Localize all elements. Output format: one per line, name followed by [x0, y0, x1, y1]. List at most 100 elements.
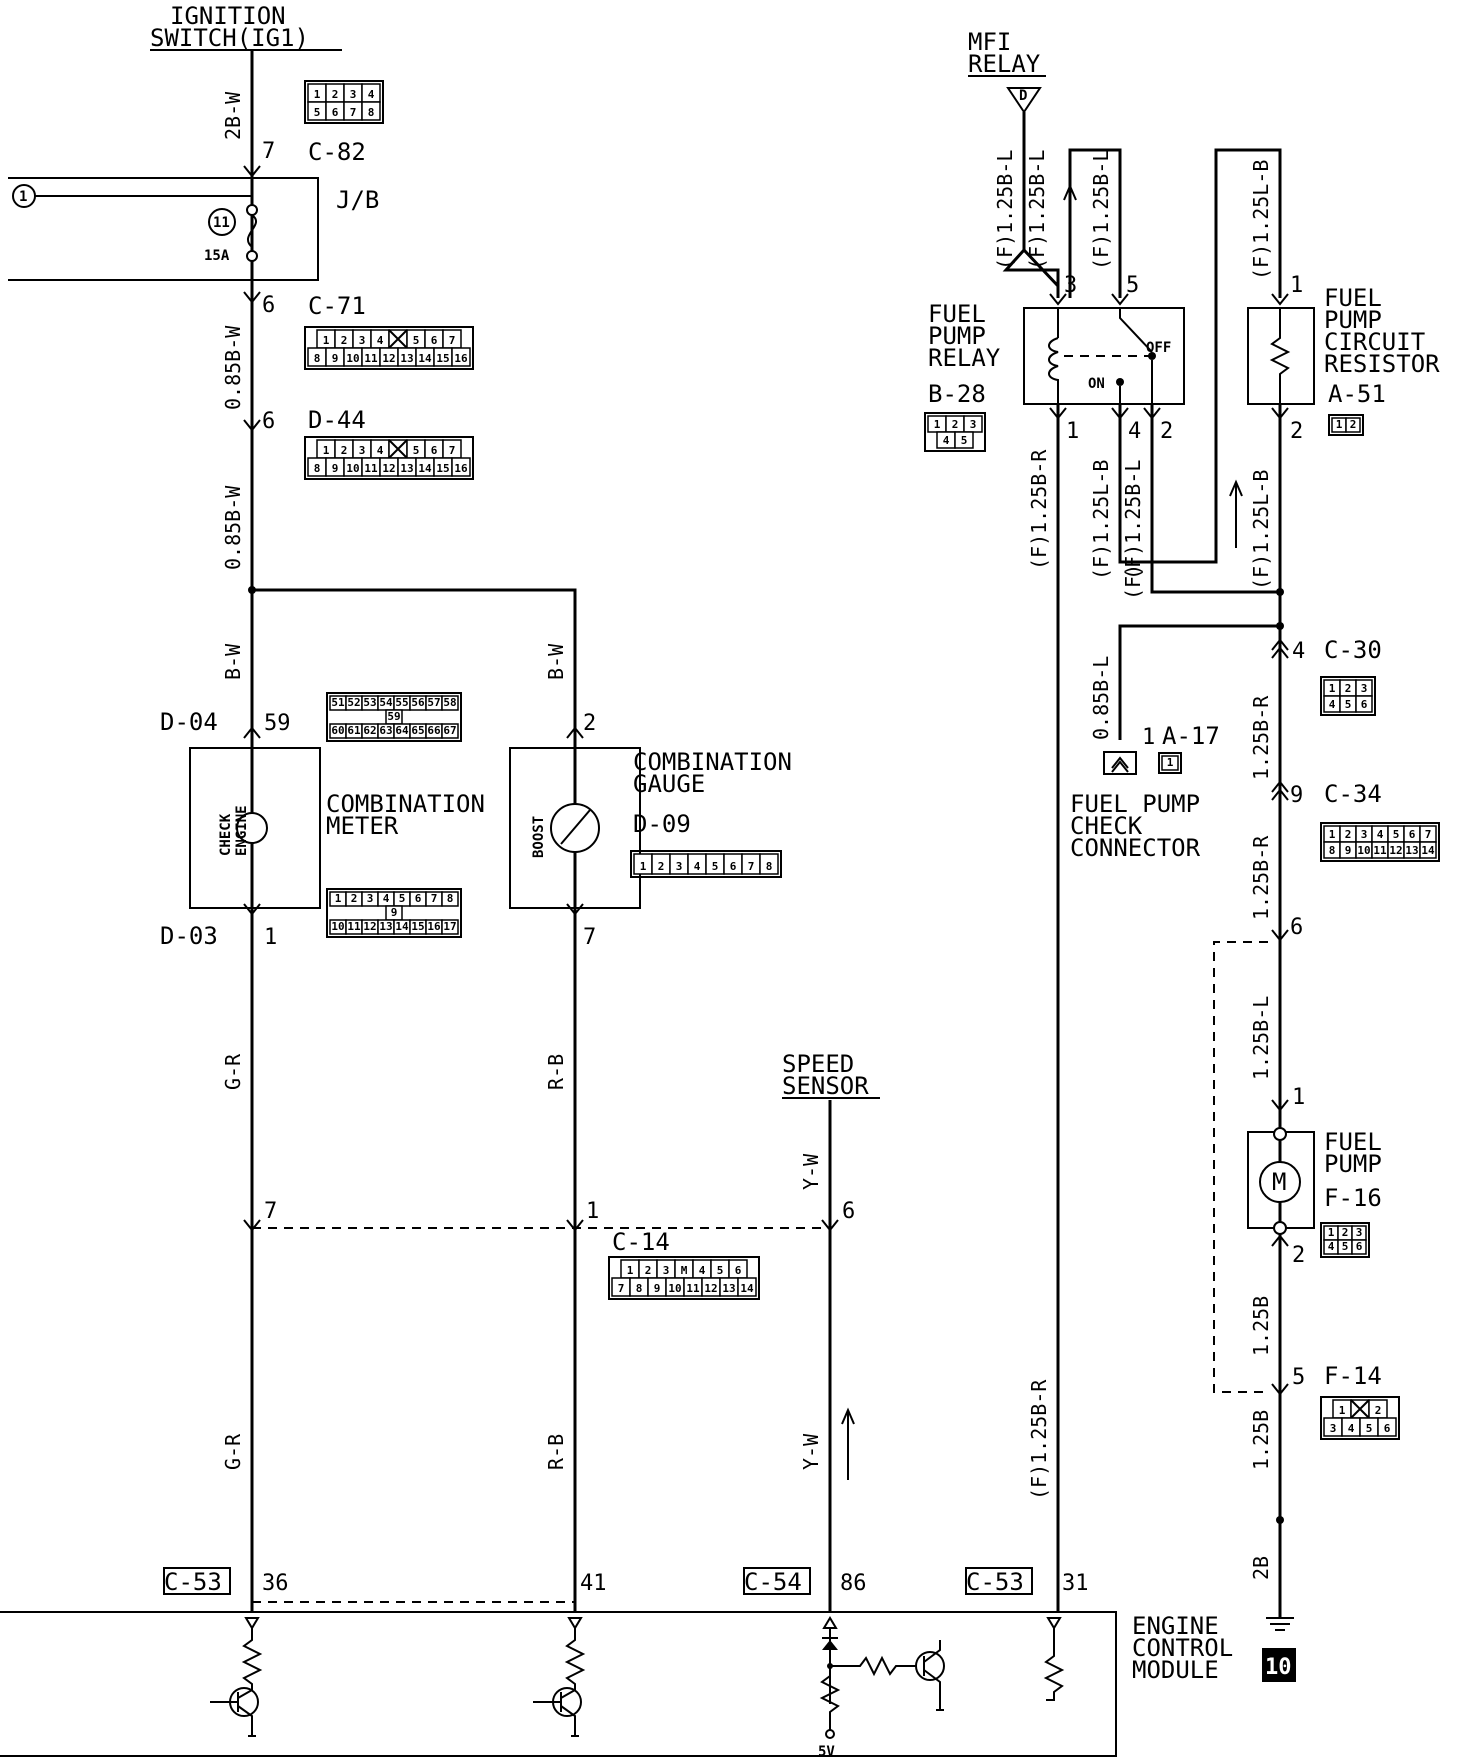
ignition-switch-label: IGNITION SWITCH(IG1) [150, 2, 342, 52]
connector-cell-label: 5 [1393, 828, 1400, 841]
connector-cell-label: 8 [314, 462, 321, 475]
connector-cell-label: 2 [952, 418, 959, 431]
pin-c54-86: 86 [840, 1571, 867, 1596]
svg-text:SWITCH(IG1): SWITCH(IG1) [150, 24, 309, 52]
connector-cell-label: 5 [413, 444, 420, 457]
pin-relay-2: 2 [1160, 419, 1173, 444]
fuse-number-icon [208, 208, 236, 236]
connector-cell-label: 57 [427, 696, 440, 709]
connector-cell-label: 1 [323, 334, 330, 347]
connector-cell-label: 3 [350, 88, 357, 101]
pin-c30-4: 4 [1292, 639, 1305, 664]
fuel-pump-relay-label: FUEL [928, 300, 986, 328]
connector-cell-label: 1 [934, 418, 941, 431]
connector-cell-label: 3 [359, 444, 366, 457]
pin-c-6: 6 [1290, 915, 1303, 940]
pin-resistor-2: 2 [1290, 419, 1303, 444]
connector-cell-label: 7 [1425, 828, 1432, 841]
connector-f14-loop [1213, 941, 1268, 1393]
fuse-icon [246, 214, 258, 248]
resistor-icon [1269, 308, 1291, 404]
connector-cell-label: 1 [627, 1264, 634, 1277]
connector-cell-label: 16 [454, 462, 468, 475]
connector-cell-label: 3 [1356, 1226, 1363, 1239]
connector-cell-label: 52 [347, 696, 360, 709]
wire-label-125lb: (F)1.25L-B [1249, 470, 1273, 590]
connector-cell-label: 4 [1377, 828, 1384, 841]
pin-c14-1: 1 [586, 1199, 599, 1224]
wire-label-f125bl-a: (F)1.25B-L [993, 150, 1017, 270]
ecm-transistor-36 [210, 1617, 263, 1737]
connector-cell-label: 6 [1409, 828, 1416, 841]
connector-c53-b-label: C-53 [966, 1568, 1024, 1596]
svg-text:D: D [1019, 88, 1027, 104]
connector-cell-label: 1 [1329, 828, 1336, 841]
connector-cell-label: 15 [436, 352, 449, 365]
connector-f16-label: F-16 [1324, 1184, 1382, 1212]
connector-cell-label: 67 [443, 724, 456, 737]
connector-frame [1320, 822, 1440, 862]
connector-cell-label: 11 [1373, 844, 1387, 857]
connector-cell-label: 1 [1329, 682, 1336, 695]
wire-label-085bw-b: 0.85B-W [221, 485, 245, 570]
connector-cell-label: 16 [454, 352, 468, 365]
connector-cell-label: 5 [961, 434, 968, 447]
svg-text:CHECK: CHECK [218, 813, 234, 856]
ecm-speed-input-circuit: 5V [818, 1616, 945, 1760]
wire-label-rb-b: R-B [544, 1434, 568, 1470]
connector-cell [1161, 755, 1179, 771]
connector-cell-label: 5 [399, 892, 406, 905]
pin-f14-5: 5 [1292, 1365, 1305, 1390]
connector-a17-label: A-17 [1162, 722, 1220, 750]
pin-a17-1: 1 [1142, 725, 1155, 750]
pin-relay-5: 5 [1126, 273, 1139, 298]
resistor-label: FUEL [1324, 284, 1382, 312]
relay-on-label: ON [1088, 376, 1105, 392]
connector-cell-label: 3 [359, 334, 366, 347]
svg-text:METER: METER [326, 812, 399, 840]
wire-label-f125br-b: (F)1.25B-R [1027, 1379, 1051, 1500]
connector-cell-label: 8 [636, 1282, 643, 1295]
pin-c14-6: 6 [842, 1199, 855, 1224]
wire-relay5-loop [1068, 148, 1122, 298]
connector-cell-label: 1 [323, 444, 330, 457]
ecm-box [0, 1611, 1117, 1757]
connector-cell-label: 59 [387, 710, 400, 723]
connector-cell-label: 2 [658, 860, 665, 873]
connector-cell [759, 853, 779, 875]
fuel-pump-motor-icon [1259, 1161, 1301, 1203]
connector-cell-label: 3 [367, 892, 374, 905]
connector-cell [451, 457, 471, 477]
ecm-label: ENGINE [1132, 1612, 1219, 1640]
connector-cell-label: 10 [331, 920, 344, 933]
connector-cell-label: 3 [1361, 682, 1368, 695]
connector-cell-label: 4 [943, 434, 950, 447]
connector-cell-label: 1 [1328, 1226, 1335, 1239]
wire-label-125bl: 1.25B-L [1249, 996, 1273, 1080]
connector-frame [924, 412, 986, 452]
connector-frame [1320, 676, 1376, 716]
pin-c34-9: 9 [1290, 783, 1303, 808]
connector-frame [630, 850, 782, 878]
connector-cell-label: 7 [449, 444, 456, 457]
connector-c53-a-label: C-53 [164, 1568, 222, 1596]
svg-text:PUMP: PUMP [928, 322, 986, 350]
mfi-relay-terminal-icon [1006, 87, 1042, 114]
connector-cell-label: 66 [427, 724, 441, 737]
connector-cell-label: 65 [411, 724, 424, 737]
connector-cell-label: 15 [436, 462, 449, 475]
connector-cell-label: 3 [1330, 1422, 1337, 1435]
svg-text:GAUGE: GAUGE [633, 770, 705, 798]
connector-cell-label: 5 [712, 860, 719, 873]
connector-cell-label: 5 [1366, 1422, 1373, 1435]
connector-cell-label: 7 [449, 334, 456, 347]
connector-mark [243, 165, 261, 178]
connector-a51-label: A-51 [1328, 380, 1386, 408]
svg-text:RELAY: RELAY [928, 344, 1001, 372]
connector-cell [441, 695, 459, 711]
connector-cell-label: 56 [411, 696, 425, 709]
connector-cell [441, 891, 459, 907]
